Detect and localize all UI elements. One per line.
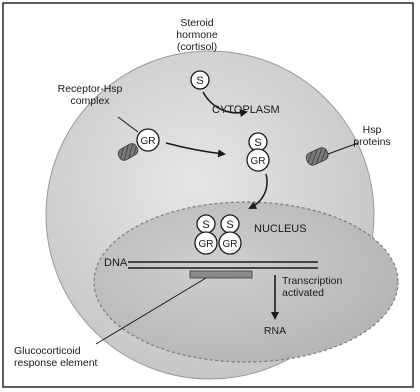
svg-text:S: S bbox=[226, 219, 233, 231]
nucleus-label: NUCLEUS bbox=[254, 223, 307, 235]
hsp-label-2: proteins bbox=[353, 136, 390, 148]
transcription-label-2: activated bbox=[282, 287, 324, 299]
svg-text:GR: GR bbox=[199, 239, 214, 250]
rna-label: RNA bbox=[264, 325, 286, 337]
gre-label-1: Glucocorticoid bbox=[14, 345, 81, 357]
receptor-label-1: Receptor-Hsp bbox=[58, 83, 123, 95]
steroid-label-2: hormone bbox=[176, 29, 218, 41]
svg-text:GR: GR bbox=[223, 239, 238, 250]
transcription-label-1: Transcription bbox=[282, 275, 342, 287]
steroid-free: S bbox=[191, 71, 209, 89]
steroid-receptor-bound: S GR bbox=[247, 133, 269, 171]
svg-text:S: S bbox=[196, 75, 203, 87]
svg-text:GR: GR bbox=[251, 156, 266, 167]
response-element-bar bbox=[190, 271, 252, 278]
svg-text:S: S bbox=[202, 219, 209, 231]
cytoplasm-label: CYTOPLASM bbox=[212, 104, 280, 116]
hsp-label-1: Hsp bbox=[363, 124, 382, 136]
steroid-label-3: (cortisol) bbox=[177, 41, 217, 53]
dna-label: DNA bbox=[104, 257, 128, 269]
svg-text:S: S bbox=[254, 137, 261, 149]
steroid-label-1: Steroid bbox=[180, 17, 213, 29]
svg-text:GR: GR bbox=[141, 136, 156, 147]
nucleus-body bbox=[94, 202, 398, 362]
gre-label-2: response element bbox=[14, 357, 98, 369]
receptor-label-2: complex bbox=[70, 95, 110, 107]
